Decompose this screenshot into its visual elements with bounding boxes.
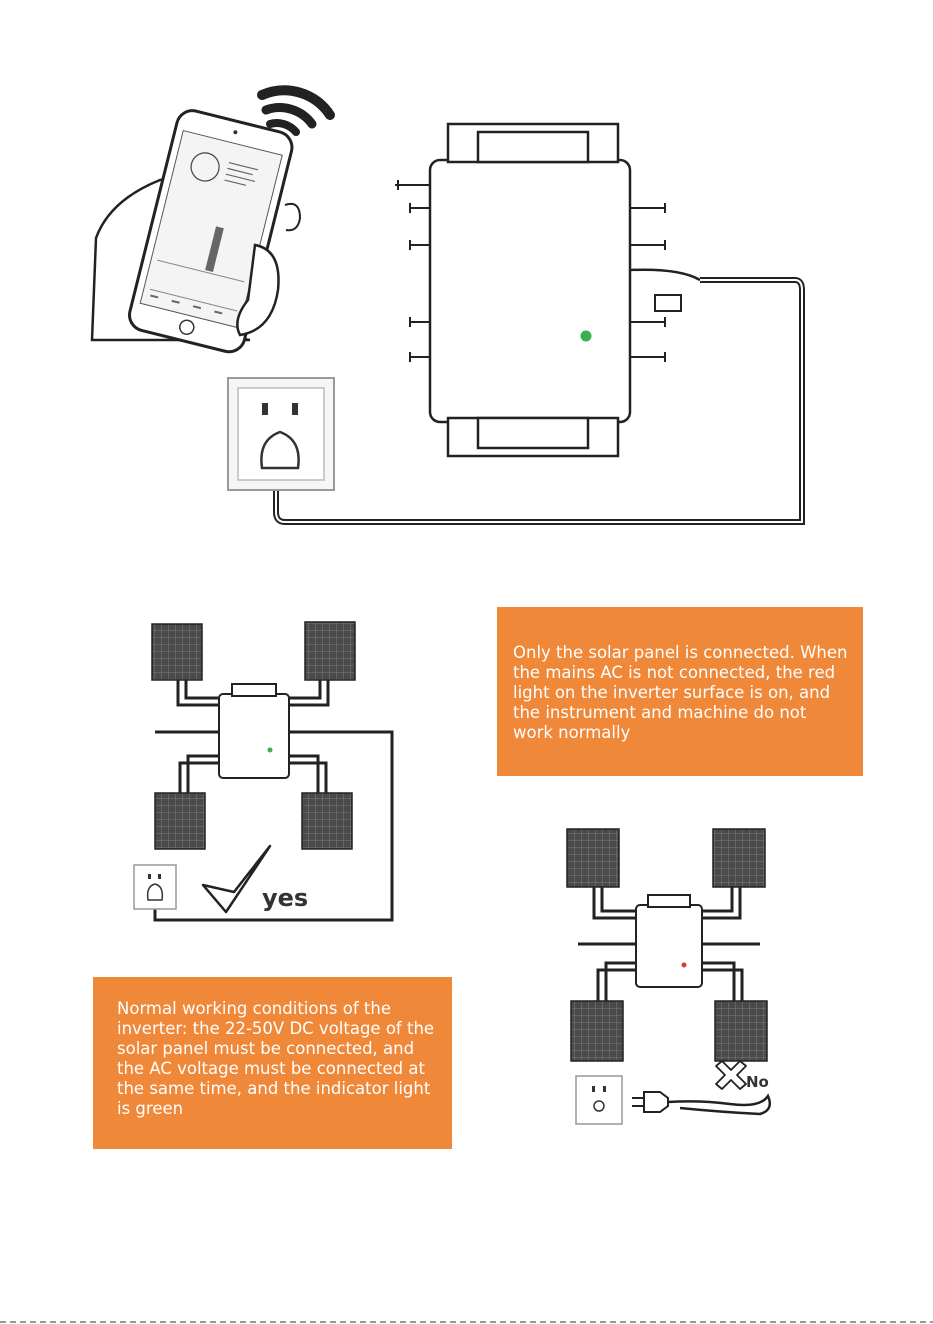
page-bottom-border [0, 1321, 933, 1323]
check-mark-icon [201, 844, 272, 914]
wall-socket-icon [575, 1075, 623, 1125]
cross-mark-icon [715, 1060, 747, 1090]
inverter-small [635, 894, 703, 988]
inverter-small [218, 683, 290, 779]
normal-conditions-note: Normal working conditions of the inverte… [93, 977, 452, 1149]
normal-conditions-note-text: Normal working conditions of the inverte… [117, 999, 435, 1118]
wifi-icon [257, 85, 335, 136]
no-mains-note: Only the solar panel is connected. When … [497, 607, 863, 776]
status-led [580, 330, 592, 342]
solar-panel [566, 828, 768, 1062]
wall-socket-icon [227, 377, 335, 491]
plug-icon [632, 1091, 771, 1116]
wall-socket-icon [133, 864, 177, 910]
no-mains-note-text: Only the solar panel is connected. When … [513, 643, 848, 742]
smartphone-icon [90, 109, 302, 354]
dc-cables [578, 887, 760, 1001]
yes-label: yes [262, 884, 309, 912]
no-label: No [746, 1073, 769, 1091]
solar-panel [151, 621, 356, 850]
inverter-large [395, 122, 701, 458]
ac-cable [153, 730, 394, 922]
dc-cables [155, 680, 330, 793]
